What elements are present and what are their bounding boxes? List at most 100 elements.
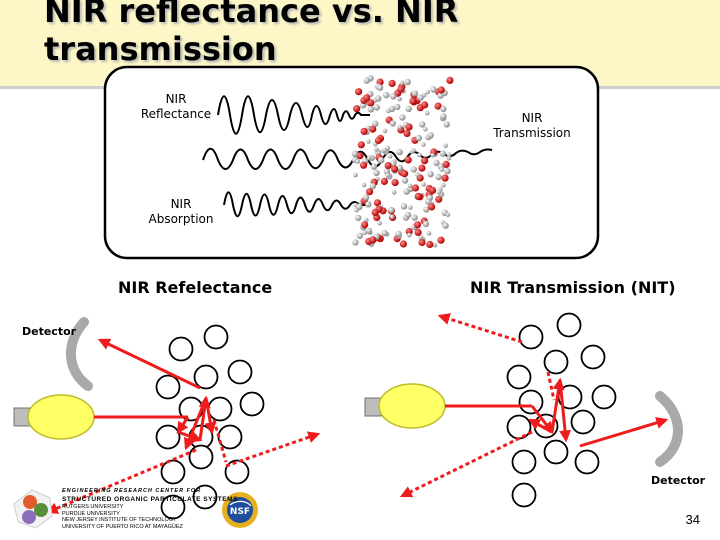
carbon-atom xyxy=(417,152,422,158)
carbon-atom xyxy=(391,190,397,195)
left-detector-label: Detector xyxy=(22,325,77,338)
carbon-atom xyxy=(415,134,422,142)
transmission-label: NIR Transmission xyxy=(493,111,571,140)
particle-circle xyxy=(160,459,186,485)
top-diagram xyxy=(103,65,600,260)
university-3: NEW JERSEY INSTITUTE OF TECHNOLOGY xyxy=(62,517,177,523)
oxygen-atom xyxy=(401,170,409,178)
carbon-atom xyxy=(374,147,379,152)
carbon-atom xyxy=(433,159,440,167)
carbon-atom xyxy=(382,148,387,153)
carbon-atom xyxy=(373,169,380,177)
carbon-atom xyxy=(383,168,391,175)
carbon-atom xyxy=(365,201,372,208)
carbon-atom xyxy=(404,78,411,86)
oxygen-atom xyxy=(356,152,364,160)
carbon-atom xyxy=(355,214,362,222)
carbon-atom xyxy=(375,95,382,102)
particle-circle xyxy=(511,449,537,475)
oxygen-atom xyxy=(355,88,363,96)
molecular-crystal xyxy=(351,75,454,249)
carbon-atom xyxy=(355,159,361,164)
left-lamp xyxy=(13,394,95,440)
carbon-atom xyxy=(425,89,431,95)
particle-circle xyxy=(207,396,233,422)
particle-circle xyxy=(224,459,250,485)
oxygen-atom xyxy=(388,79,396,87)
reflectance-label: NIR Reflectance xyxy=(140,92,212,121)
carbon-atom xyxy=(373,104,380,111)
oxygen-atom xyxy=(367,99,375,107)
right-detector xyxy=(655,391,683,467)
oxygen-atom xyxy=(374,136,382,145)
carbon-atom xyxy=(411,214,418,221)
particle-circle xyxy=(168,336,194,362)
carbon-atom xyxy=(442,222,449,229)
oxygen-atom xyxy=(366,188,374,196)
left-particle-bed xyxy=(155,324,265,520)
carbon-atom xyxy=(422,220,430,228)
center-line: ENGINEERING RESEARCH CENTER FOR xyxy=(62,488,202,494)
carbon-atom xyxy=(388,206,395,214)
carbon-atom xyxy=(419,121,426,128)
particle-circle xyxy=(203,324,229,350)
particle-circle xyxy=(518,389,544,415)
right-ray-arrows xyxy=(399,313,669,498)
carbon-atom xyxy=(356,232,363,239)
left-ray-arrows xyxy=(45,338,321,514)
carbon-atom xyxy=(395,230,402,238)
carbon-atom xyxy=(408,205,413,210)
carbon-atom xyxy=(385,173,391,178)
carbon-atom xyxy=(361,182,367,188)
carbon-atom xyxy=(443,143,448,149)
carbon-atom xyxy=(423,206,430,213)
carbon-atom xyxy=(432,242,438,248)
absorption-label: NIR Absorption xyxy=(148,197,214,226)
oxygen-atom xyxy=(418,164,426,172)
carbon-atom xyxy=(440,113,447,120)
right-particle-bed xyxy=(506,312,617,508)
university-1: RUTGERS UNIVERSITY xyxy=(62,504,124,510)
carbon-atom xyxy=(390,93,397,100)
carbon-atom xyxy=(444,168,451,175)
carbon-atom xyxy=(397,124,403,130)
carbon-atom xyxy=(386,108,391,114)
particle-circle xyxy=(506,414,532,440)
carbon-atom xyxy=(396,164,403,172)
carbon-atom xyxy=(403,188,410,195)
particle-circle xyxy=(580,344,606,370)
page-number: 34 xyxy=(685,512,700,527)
oxygen-atom xyxy=(384,162,392,170)
oxygen-atom xyxy=(434,102,442,110)
oxygen-atom xyxy=(391,165,399,173)
carbon-atom xyxy=(418,235,424,240)
carbon-atom xyxy=(389,120,396,127)
university-2: PURDUE UNIVERSITY xyxy=(62,510,120,517)
oxygen-atom xyxy=(391,179,399,187)
carbon-atom xyxy=(370,163,378,170)
left-detector xyxy=(66,317,93,391)
carbon-atom xyxy=(421,142,426,147)
carbon-atom xyxy=(389,214,395,220)
carbon-atom xyxy=(352,239,359,246)
particle-circle xyxy=(591,384,617,410)
reflectance-panel-title: NIR Refelectance xyxy=(118,278,273,297)
carbon-atom xyxy=(426,231,432,236)
carbon-atom xyxy=(445,212,451,218)
carbon-atom xyxy=(405,105,412,113)
particle-circle xyxy=(239,391,265,417)
oxygen-atom xyxy=(404,156,412,164)
transmission-panel-title: NIR Transmission (NIT) xyxy=(470,278,676,297)
carbon-atom xyxy=(387,154,393,159)
oxygen-atom xyxy=(411,184,420,192)
carbon-atom xyxy=(383,91,390,99)
carbon-atom xyxy=(396,148,403,156)
carbon-atom xyxy=(400,203,408,210)
reflectance-wave xyxy=(217,95,370,135)
particle-circle xyxy=(227,359,253,385)
carbon-atom xyxy=(369,182,376,190)
carbon-atom xyxy=(424,110,430,116)
particle-circle xyxy=(570,409,596,435)
carbon-atom xyxy=(427,171,434,178)
